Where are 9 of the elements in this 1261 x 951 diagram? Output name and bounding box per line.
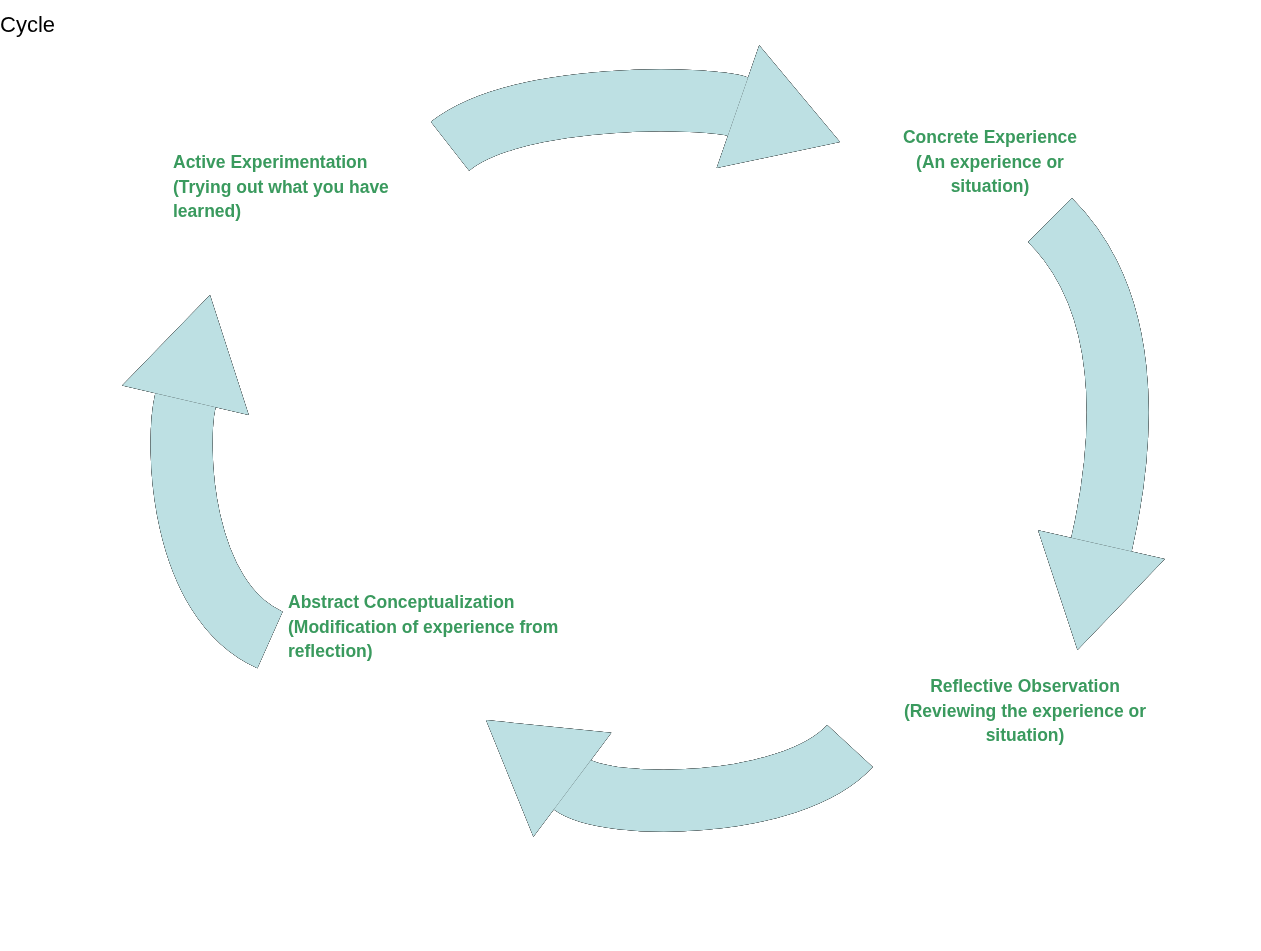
stage-heading: Active Experimentation — [173, 151, 369, 174]
stage-heading: Concrete Experience — [901, 126, 1079, 149]
stage-heading: Reflective Observation — [929, 675, 1121, 698]
stage-description: (Reviewing the experience or situation) — [902, 699, 1148, 747]
diagram-title: Cycle — [0, 12, 55, 38]
stage-description: (Modification of experience from reflection) — [288, 615, 560, 663]
stage-description: (Trying out what you have learned) — [173, 175, 390, 223]
stage-description: (An experience or situation) — [915, 150, 1065, 198]
stage-heading: Abstract Conceptualization — [288, 591, 516, 614]
